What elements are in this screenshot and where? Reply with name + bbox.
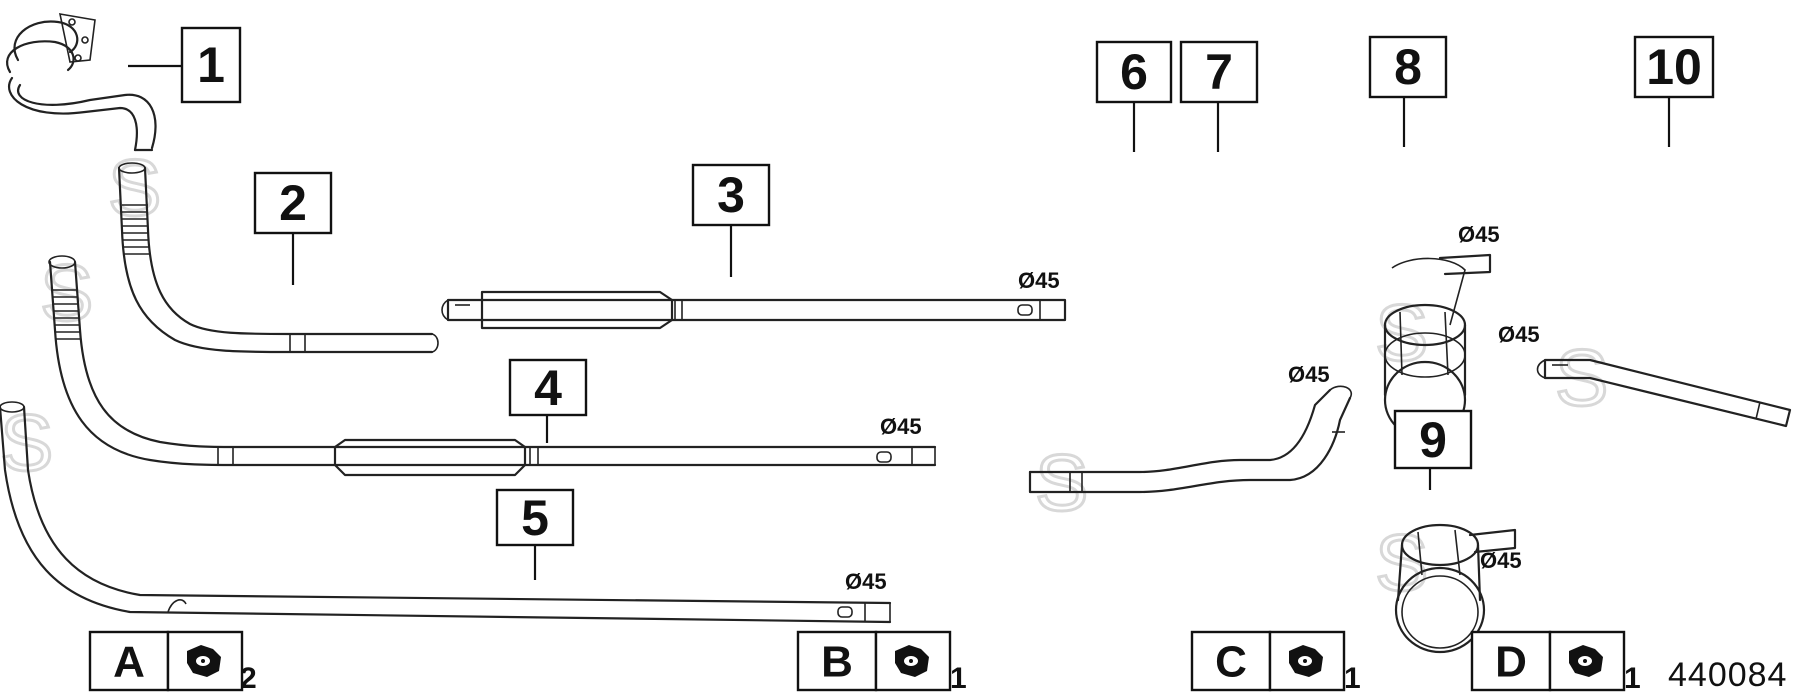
callout-9: 9	[1393, 409, 1473, 470]
svg-text:2: 2	[279, 175, 307, 231]
part-3-intermediate-pipe	[441, 290, 1067, 330]
part-6-7-tailpipe	[1028, 385, 1353, 494]
callout-2: 2	[253, 171, 333, 235]
rubber-mount-icon	[895, 645, 929, 677]
bellows-2	[122, 204, 150, 255]
svg-text:D: D	[1495, 638, 1527, 687]
part-4-intermediate-pipe-complete	[48, 255, 937, 477]
rubber-mount-icon	[1289, 645, 1323, 677]
diameter-label-5: Ø45	[845, 569, 887, 594]
svg-text:S: S	[1035, 438, 1088, 527]
svg-text:9: 9	[1419, 412, 1447, 468]
svg-text:B: B	[821, 638, 853, 687]
diameter-label-4: Ø45	[880, 414, 922, 439]
svg-text:1: 1	[197, 37, 225, 93]
callout-1: 1	[180, 26, 242, 104]
part-8-rear-silencer	[1383, 253, 1492, 440]
svg-text:A: A	[113, 638, 145, 687]
svg-text:8: 8	[1394, 39, 1422, 95]
svg-text:C: C	[1215, 638, 1247, 687]
svg-text:4: 4	[534, 360, 562, 416]
callout-3: 3	[691, 163, 771, 227]
svg-text:7: 7	[1205, 44, 1233, 100]
diameter-label-9: Ø45	[1480, 548, 1522, 573]
svg-text:2: 2	[240, 662, 257, 692]
svg-text:5: 5	[521, 490, 549, 546]
diagram-reference-number: 440084	[1668, 656, 1787, 692]
diameter-label-10: Ø45	[1498, 322, 1540, 347]
callout-6: 6	[1095, 40, 1173, 104]
mount-group-d: D 1	[1470, 630, 1641, 692]
svg-text:1: 1	[1624, 662, 1641, 692]
diameter-labels: Ø45 Ø45 Ø45 Ø45 Ø45 Ø45 Ø45	[845, 222, 1540, 594]
mount-group-a: A 2	[88, 630, 257, 692]
callout-10: 10	[1633, 35, 1715, 99]
leader-lines	[128, 64, 1671, 580]
svg-text:3: 3	[717, 167, 745, 223]
part-10-tailpipe	[1536, 358, 1792, 428]
svg-text:1: 1	[950, 662, 967, 692]
callout-8: 8	[1368, 35, 1448, 99]
rubber-mount-icon	[187, 645, 221, 677]
svg-text:S: S	[108, 143, 161, 232]
callout-5: 5	[495, 488, 575, 547]
watermark: S S S S S S S	[0, 142, 1610, 609]
rubber-mount-icon	[1569, 645, 1603, 677]
bellows-4	[52, 289, 81, 340]
svg-text:1: 1	[1344, 662, 1361, 692]
callout-7: 7	[1179, 40, 1259, 104]
part-5-pipe	[0, 401, 892, 624]
part-2-front-pipe	[117, 162, 439, 354]
part-1-exhaust-manifold	[6, 13, 157, 152]
mount-group-c: C 1	[1190, 630, 1361, 692]
svg-text:S: S	[40, 248, 93, 337]
diameter-label-3: Ø45	[1018, 268, 1060, 293]
mount-group-b: B 1	[796, 630, 967, 692]
diameter-label-tailpipe: Ø45	[1288, 362, 1330, 387]
svg-text:10: 10	[1646, 39, 1702, 95]
part-9-silencer	[1394, 523, 1517, 654]
callout-4: 4	[508, 358, 588, 417]
diameter-label-8: Ø45	[1458, 222, 1500, 247]
svg-text:6: 6	[1120, 44, 1148, 100]
